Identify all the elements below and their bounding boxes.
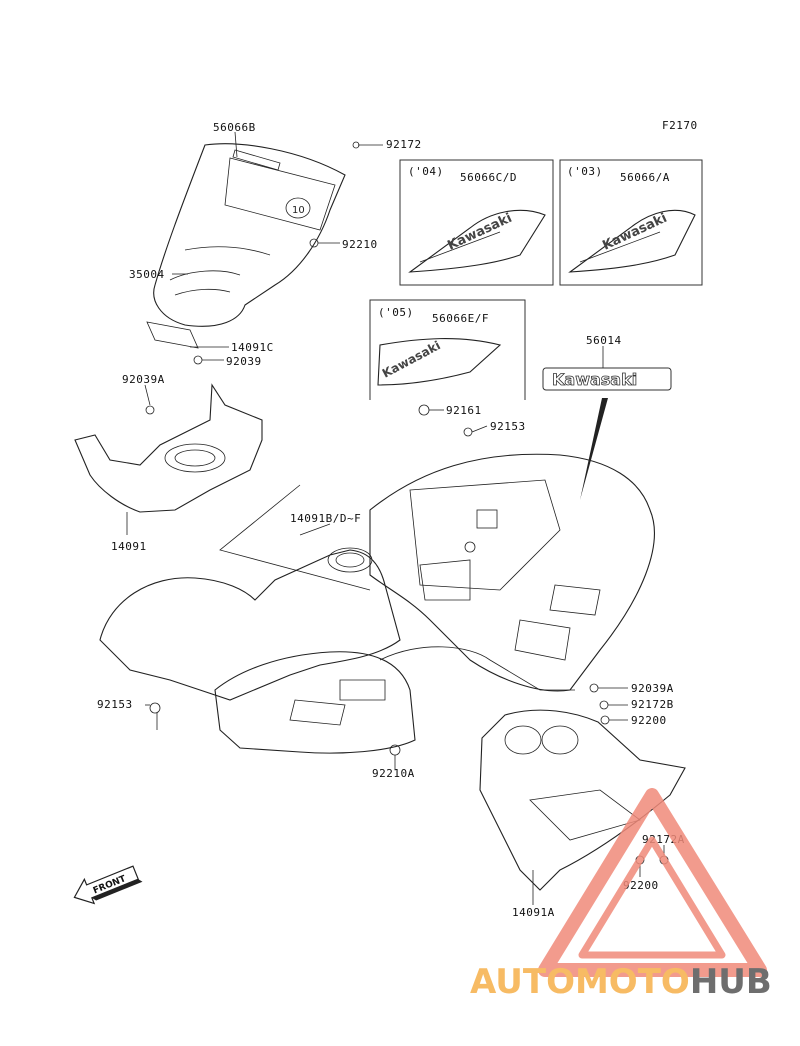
svg-text:AUTOMOTOHUB: AUTOMOTOHUB bbox=[470, 962, 772, 1002]
strip-14091C bbox=[146, 321, 199, 349]
grommet-92161 bbox=[418, 404, 430, 416]
svg-text:56066C/D: 56066C/D bbox=[460, 171, 517, 184]
front-arrow: FRONT bbox=[73, 865, 143, 905]
washer-92200-right bbox=[600, 715, 610, 725]
callout-14091: 14091 bbox=[111, 540, 147, 553]
svg-text:('03): ('03) bbox=[567, 165, 603, 178]
nut-92210 bbox=[309, 238, 319, 248]
variant-box-04: ('04) 56066C/D Kawasaki bbox=[399, 159, 554, 286]
callout-92039A-right: 92039A bbox=[631, 682, 674, 695]
callout-labels: 56066B 92172 92210 35004 14091C 92039 92… bbox=[97, 121, 684, 919]
clip-92039 bbox=[193, 355, 203, 365]
callout-56014: 56014 bbox=[586, 334, 622, 347]
variant-box-03: ('03) 56066/A Kawasaki bbox=[559, 159, 703, 286]
callout-92153-left: 92153 bbox=[97, 698, 133, 711]
callout-92200-bottom: 92200 bbox=[623, 879, 659, 892]
callout-92200-right: 92200 bbox=[631, 714, 667, 727]
callout-92210: 92210 bbox=[342, 238, 378, 251]
front-fender-assembly bbox=[99, 547, 416, 754]
svg-text:('05): ('05) bbox=[378, 306, 414, 319]
svg-text:Kawasaki: Kawasaki bbox=[445, 211, 514, 254]
side-panel-14091 bbox=[74, 383, 263, 513]
callout-92210A: 92210A bbox=[372, 767, 415, 780]
svg-text:56066/A: 56066/A bbox=[620, 171, 670, 184]
bolt-92153-top bbox=[463, 427, 473, 437]
bolt-92153-left bbox=[149, 702, 161, 714]
svg-text:Kawasaki: Kawasaki bbox=[380, 338, 443, 380]
callout-14091C: 14091C bbox=[231, 341, 274, 354]
callout-92172-top: 92172 bbox=[386, 138, 422, 151]
screw-92172B bbox=[599, 700, 609, 710]
variant-box-05: ('05) 56066E/F Kawasaki bbox=[369, 299, 526, 400]
svg-text:('04): ('04) bbox=[408, 165, 444, 178]
callout-92039A-left: 92039A bbox=[122, 373, 165, 386]
watermark: AUTOMOTOHUB bbox=[470, 788, 772, 1002]
svg-text:10: 10 bbox=[292, 205, 305, 216]
callout-92039: 92039 bbox=[226, 355, 262, 368]
svg-text:56066E/F: 56066E/F bbox=[432, 312, 489, 325]
leader-lines bbox=[126, 131, 665, 905]
callout-14091BDF: 14091B/D~F bbox=[290, 512, 361, 525]
watermark-text-1: AUTOMOTO bbox=[470, 962, 690, 1002]
front-cover-35004: 10 bbox=[153, 143, 346, 327]
callout-92172B: 92172B bbox=[631, 698, 674, 711]
rear-fender-14091B bbox=[369, 453, 655, 692]
svg-text:Kawasaki: Kawasaki bbox=[552, 370, 637, 389]
watermark-text-2: HUB bbox=[690, 962, 772, 1002]
callout-92161: 92161 bbox=[446, 404, 482, 417]
figure-code: F2170 bbox=[662, 119, 698, 132]
clip-92039A-left bbox=[145, 405, 155, 415]
decal-56014: Kawasaki bbox=[542, 367, 672, 500]
callout-92153-top: 92153 bbox=[490, 420, 526, 433]
callout-35004: 35004 bbox=[129, 268, 165, 281]
clip-92039A-right bbox=[589, 683, 599, 693]
callout-14091A: 14091A bbox=[512, 906, 555, 919]
callout-56066B: 56066B bbox=[213, 121, 256, 134]
rail bbox=[379, 646, 575, 691]
